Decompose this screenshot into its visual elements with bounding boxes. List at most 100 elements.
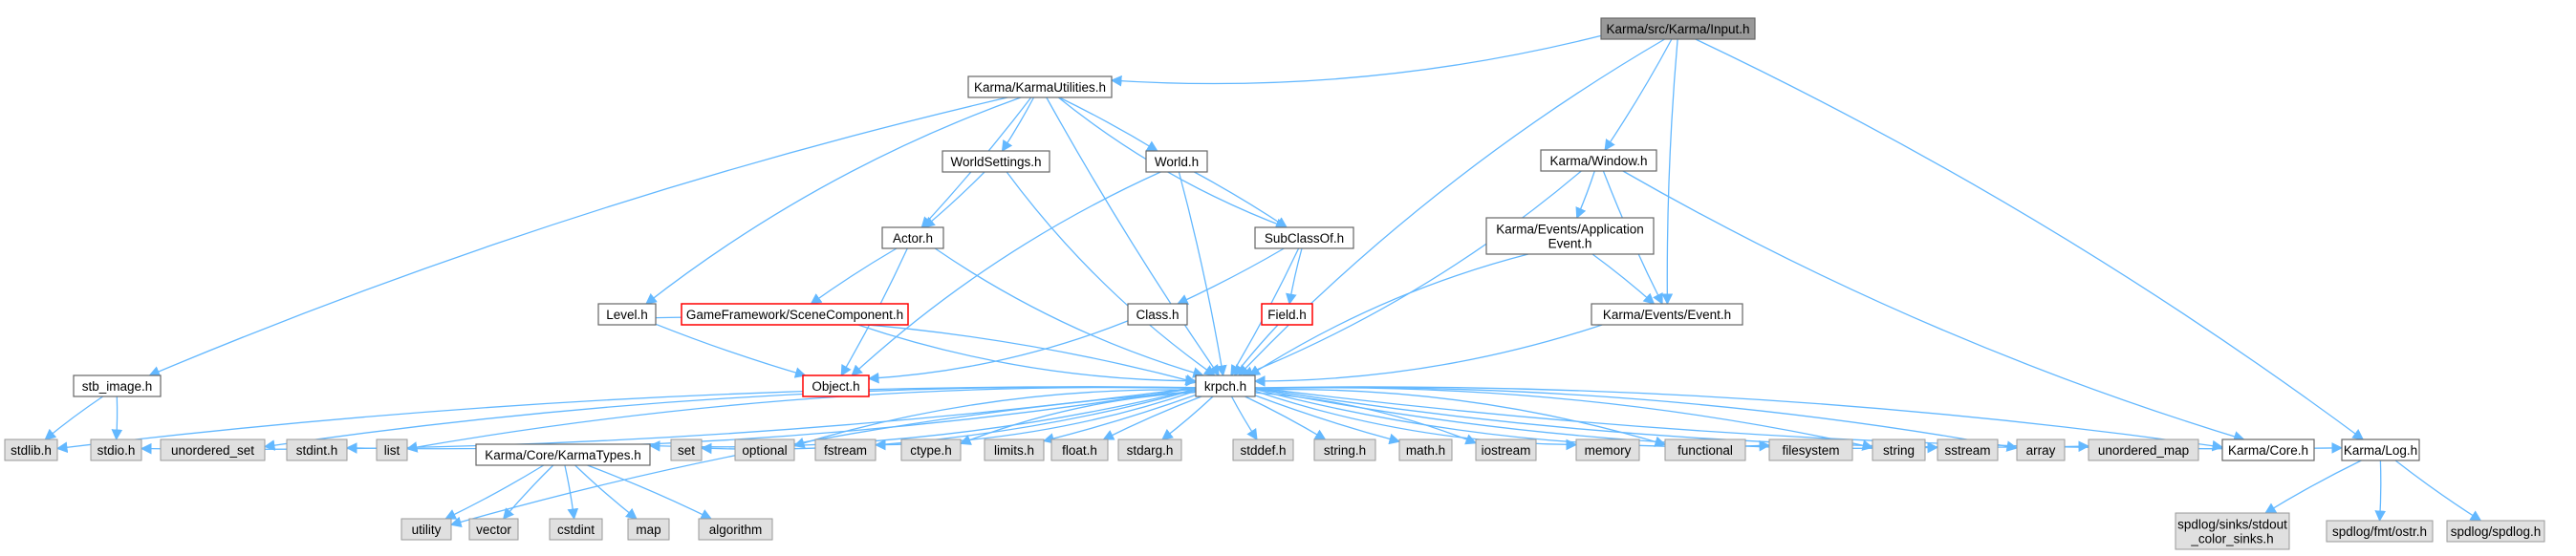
node-krpch-label: krpch.h [1204, 379, 1246, 394]
edge-karmautil-to-world [1058, 96, 1158, 152]
node-stdoutsinks: spdlog/sinks/stdout_color_sinks.h [2175, 512, 2290, 550]
node-input[interactable]: Karma/src/Karma/Input.h [1600, 17, 1756, 40]
node-karmatypes-box [475, 443, 651, 466]
node-float-box [1050, 438, 1109, 461]
node-string_h-box [1313, 438, 1376, 461]
node-log[interactable]: Karma/Log.h [2341, 438, 2420, 461]
node-optional: optional [734, 438, 795, 461]
edge-input-to-karmautil [1110, 34, 1602, 87]
edge-log-to-ostr [2374, 460, 2387, 523]
node-ostr-label: spdlog/fmt/ostr.h [2332, 524, 2427, 539]
edge-actor-to-scenecomp [810, 247, 898, 305]
node-string_h: string.h [1313, 438, 1376, 461]
node-stddef-label: stddef.h [1240, 443, 1286, 458]
node-subclassof-box [1254, 226, 1354, 249]
node-sstream: sstream [1937, 438, 1999, 461]
node-level[interactable]: Level.h [597, 303, 657, 326]
node-string-label: string [1883, 443, 1915, 458]
edge-worldsettings-to-krpch [1006, 171, 1216, 376]
node-level-box [597, 303, 657, 326]
node-math-box [1398, 438, 1453, 461]
edge-event-to-krpch [1253, 324, 1603, 387]
node-stbimage-box [73, 374, 162, 397]
node-vector-label: vector [476, 523, 511, 537]
edge-krpch-to-karmatypes [648, 388, 1197, 452]
node-stddef: stddef.h [1232, 438, 1294, 461]
node-event-box [1591, 303, 1743, 326]
node-stbimage[interactable]: stb_image.h [73, 374, 162, 397]
node-ostr: spdlog/fmt/ostr.h [2326, 520, 2434, 543]
node-log-box [2341, 438, 2420, 461]
node-unordered_map-label: unordered_map [2098, 443, 2189, 458]
edge-krpch-to-optional [792, 389, 1197, 449]
node-stdint: stdint.h [286, 438, 348, 461]
node-object[interactable]: Object.h [802, 374, 870, 397]
node-window[interactable]: Karma/Window.h [1540, 149, 1657, 172]
node-krpch[interactable]: krpch.h [1195, 374, 1256, 397]
edge-krpch-to-memory [1254, 390, 1578, 451]
node-float: float.h [1050, 438, 1109, 461]
edge-appevent-to-event [1591, 253, 1656, 305]
node-layer: Karma/src/Karma/Input.hKarma/KarmaUtilit… [4, 17, 2545, 550]
node-appevent-box [1485, 217, 1655, 255]
node-string-box [1872, 438, 1926, 461]
node-input-label: Karma/src/Karma/Input.h [1606, 22, 1749, 36]
node-list-label: list [384, 443, 400, 458]
node-spdlog-label: spdlog/spdlog.h [2451, 524, 2542, 539]
node-sstream-label: sstream [1944, 443, 1990, 458]
edge-karmatypes-to-cstdint [564, 464, 579, 521]
node-scenecomp[interactable]: GameFramework/SceneComponent.h [681, 303, 909, 326]
edge-world-to-subclassof [1194, 171, 1288, 228]
edge-krpch-to-limits [1042, 394, 1197, 444]
node-karmautil[interactable]: Karma/KarmaUtilities.h [967, 75, 1113, 98]
node-memory-label: memory [1585, 443, 1632, 458]
node-world[interactable]: World.h [1145, 150, 1208, 173]
node-cstdint-box [549, 518, 603, 541]
node-iostream: iostream [1475, 438, 1537, 461]
node-class[interactable]: Class.h [1127, 303, 1188, 326]
node-ctype: ctype.h [900, 438, 962, 461]
node-event-label: Karma/Events/Event.h [1603, 308, 1731, 322]
node-utility-box [400, 518, 452, 541]
edge-krpch-to-stdarg [1161, 396, 1214, 440]
node-class-label: Class.h [1136, 308, 1179, 322]
node-cstdint-label: cstdint [557, 523, 595, 537]
node-karmautil-label: Karma/KarmaUtilities.h [974, 80, 1106, 95]
edge-karmautil-to-krpch [1046, 96, 1220, 376]
node-ctype-box [900, 438, 962, 461]
edge-karmatypes-to-map [574, 464, 638, 520]
edge-scenecomp-to-krpch [857, 324, 1198, 387]
edge-krpch-to-array [1254, 386, 2019, 452]
node-math-label: math.h [1406, 443, 1445, 458]
node-subclassof-label: SubClassOf.h [1265, 231, 1344, 246]
node-filesystem-label: filesystem [1782, 443, 1839, 458]
node-ostr-box [2326, 520, 2434, 543]
edge-level-to-object [655, 323, 807, 378]
node-field[interactable]: Field.h [1261, 303, 1313, 326]
node-vector: vector [468, 518, 519, 541]
node-actor[interactable]: Actor.h [881, 226, 944, 249]
node-stdarg-box [1117, 438, 1182, 461]
node-core[interactable]: Karma/Core.h [2221, 438, 2315, 461]
edge-input-to-window [1604, 38, 1673, 151]
edge-karmautil-to-stbimage [148, 96, 1008, 377]
edge-log-to-stdoutsinks [2264, 460, 2362, 514]
node-karmautil-box [967, 75, 1113, 98]
node-level-label: Level.h [606, 308, 648, 322]
edge-appevent-to-krpch [1248, 253, 1529, 376]
node-float-label: float.h [1062, 443, 1097, 458]
edge-class-to-object [867, 320, 1129, 384]
node-utility: utility [400, 518, 452, 541]
node-core-label: Karma/Core.h [2228, 443, 2308, 458]
node-worldsettings[interactable]: WorldSettings.h [942, 150, 1050, 173]
node-subclassof[interactable]: SubClassOf.h [1254, 226, 1354, 249]
node-event[interactable]: Karma/Events/Event.h [1591, 303, 1743, 326]
node-window-box [1540, 149, 1657, 172]
node-stdint-label: stdint.h [296, 443, 338, 458]
node-fstream-label: fstream [824, 443, 867, 458]
node-limits-label: limits.h [994, 443, 1034, 458]
node-karmatypes[interactable]: Karma/Core/KarmaTypes.h [475, 443, 651, 466]
node-optional-label: optional [742, 443, 787, 458]
node-input-box [1600, 17, 1756, 40]
